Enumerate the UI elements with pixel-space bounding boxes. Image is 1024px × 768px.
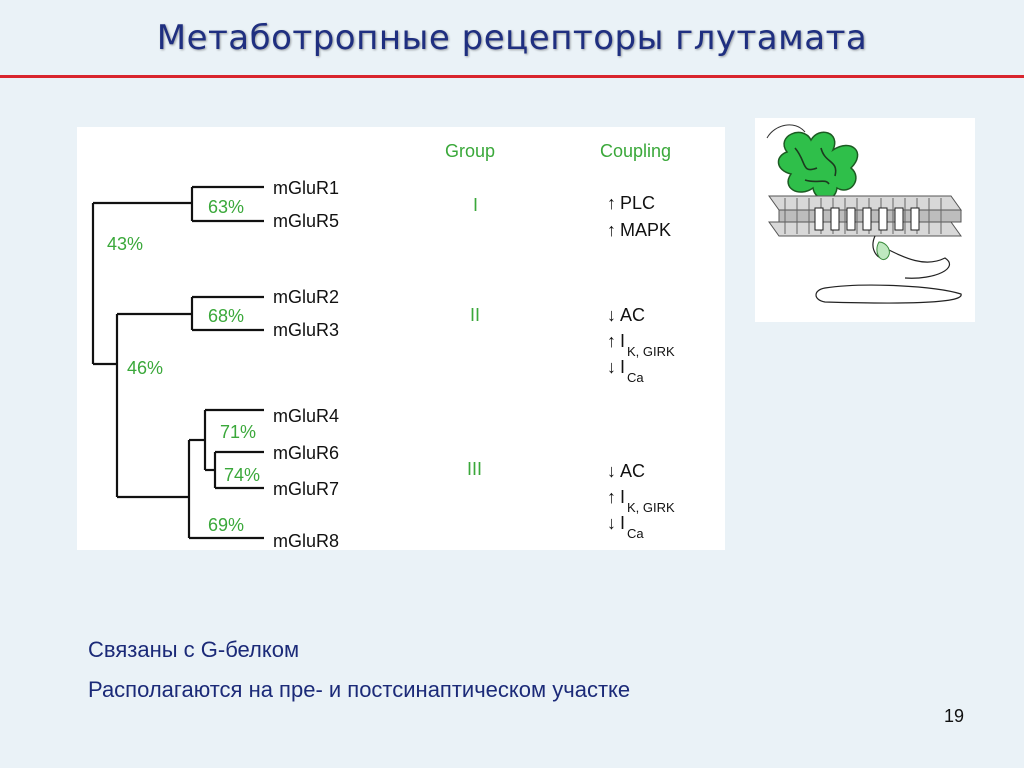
coupling-subscript: K, GIRK <box>627 500 675 515</box>
arrow-up-icon: ↑ <box>607 331 616 351</box>
tree-lines <box>91 185 264 540</box>
coupling-entry: I <box>620 331 625 351</box>
venus-flytrap-domain <box>777 131 859 200</box>
similarity-percent: 74% <box>224 465 260 485</box>
slide-title: Метаботропные рецепторы глутамата <box>156 18 868 58</box>
phylogeny-diagram: Group Coupling mGluR1 mGluR5 mGluR2 mGlu… <box>77 127 725 550</box>
group-label: I <box>473 195 478 215</box>
group-header: Group <box>445 141 495 161</box>
receptor-label: mGluR1 <box>273 178 339 198</box>
arrow-down-icon: ↓ <box>607 461 616 481</box>
similarity-percent: 63% <box>208 197 244 217</box>
phylogeny-svg: Group Coupling mGluR1 mGluR5 mGluR2 mGlu… <box>91 141 675 550</box>
receptor-label: mGluR8 <box>273 531 339 550</box>
coupling-entry: MAPK <box>620 220 671 240</box>
coupling-entry: I <box>620 513 625 533</box>
page-number: 19 <box>943 706 964 726</box>
bullet-item: Располагаются на пре- и постсинаптическо… <box>88 677 631 702</box>
similarity-percent: 43% <box>107 234 143 254</box>
receptor-label: mGluR5 <box>273 211 339 231</box>
coupling-subscript: K, GIRK <box>627 344 675 359</box>
coupling-entry: AC <box>620 305 645 325</box>
receptor-label: mGluR2 <box>273 287 339 307</box>
coupling-entry: I <box>620 487 625 507</box>
coupling-subscript: Ca <box>627 526 644 541</box>
bullet-item: Связаны с G-белком <box>88 637 300 662</box>
coupling-header: Coupling <box>600 141 671 161</box>
receptor-label: mGluR3 <box>273 320 339 340</box>
arrow-down-icon: ↓ <box>607 357 616 377</box>
arrow-up-icon: ↑ <box>607 487 616 507</box>
similarity-percent: 71% <box>220 422 256 442</box>
group-label: III <box>467 459 482 479</box>
coupling-subscript: Ca <box>627 370 644 385</box>
bullet-list: Связаны с G-белком Располагаются на пре-… <box>88 630 630 710</box>
similarity-percent: 46% <box>127 358 163 378</box>
group-label: II <box>470 305 480 325</box>
coupling-entry: PLC <box>620 193 655 213</box>
coupling-entry: AC <box>620 461 645 481</box>
similarity-percent: 69% <box>208 515 244 535</box>
title-divider <box>0 75 1024 78</box>
coupling-entry: I <box>620 357 625 377</box>
arrow-down-icon: ↓ <box>607 305 616 325</box>
arrow-down-icon: ↓ <box>607 513 616 533</box>
arrow-up-icon: ↑ <box>607 220 616 240</box>
similarity-percent: 68% <box>208 306 244 326</box>
receptor-membrane-illustration <box>755 118 975 322</box>
receptor-label: mGluR7 <box>273 479 339 499</box>
receptor-label: mGluR6 <box>273 443 339 463</box>
receptor-label: mGluR4 <box>273 406 339 426</box>
arrow-up-icon: ↑ <box>607 193 616 213</box>
